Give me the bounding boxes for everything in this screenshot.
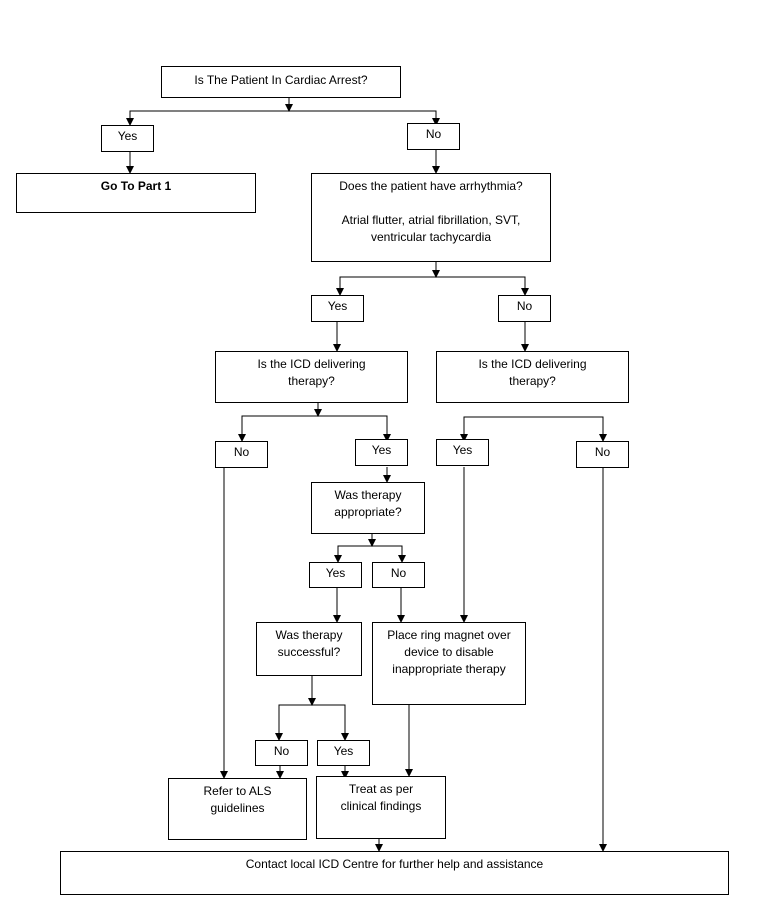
- arrhythmia-question-text: Does the patient have arrhythmia?: [339, 179, 523, 193]
- refer-als-box: Refer to ALS guidelines: [168, 778, 307, 840]
- no-label-successful: No: [255, 740, 308, 766]
- connector: [278, 704, 346, 740]
- connector: [463, 416, 604, 441]
- connector: [339, 276, 526, 295]
- yes-label-arrest: Yes: [101, 125, 154, 152]
- no-label-arrhythmia: No: [498, 295, 551, 322]
- cardiac-arrest-question-text: Is The Patient In Cardiac Arrest?: [194, 73, 368, 87]
- go-to-part-1-text: Go To Part 1: [100, 179, 172, 193]
- yes-label-icd-right: Yes: [436, 439, 489, 466]
- yes-label-successful: Yes: [317, 740, 370, 766]
- contact-icd-centre-text: Contact local ICD Centre for further hel…: [245, 857, 544, 871]
- therapy-successful-question: Was therapy successful?: [256, 622, 362, 676]
- no-label-text: No: [273, 744, 290, 758]
- yes-label-icd-left: Yes: [355, 439, 408, 466]
- no-label-text: No: [233, 445, 250, 459]
- no-label-text: No: [594, 445, 611, 459]
- go-to-part-1-box: Go To Part 1: [16, 173, 256, 213]
- no-label-appropriate: No: [372, 562, 425, 588]
- yes-label-text: Yes: [333, 744, 354, 758]
- yes-label-text: Yes: [327, 299, 348, 313]
- contact-icd-centre-box: Contact local ICD Centre for further hel…: [60, 851, 729, 895]
- yes-label-arrhythmia: Yes: [311, 295, 364, 322]
- arrhythmia-examples-text: Atrial flutter, atrial fibrillation, SVT…: [341, 213, 521, 244]
- therapy-successful-text: Was therapy successful?: [275, 628, 343, 659]
- no-label-text: No: [516, 299, 533, 313]
- no-label-text: No: [390, 566, 407, 580]
- connector: [337, 545, 403, 562]
- icd-therapy-question-right: Is the ICD delivering therapy?: [436, 351, 629, 403]
- treat-clinical-box: Treat as per clinical findings: [316, 776, 446, 839]
- icd-therapy-question-text: Is the ICD delivering therapy?: [257, 357, 366, 388]
- connector: [241, 415, 388, 441]
- icd-therapy-question-left: Is the ICD delivering therapy?: [215, 351, 408, 403]
- connector: [129, 110, 437, 125]
- no-label-icd-left: No: [215, 441, 268, 468]
- treat-clinical-text: Treat as per clinical findings: [340, 782, 422, 813]
- icd-therapy-question-text: Is the ICD delivering therapy?: [478, 357, 587, 388]
- yes-label-text: Yes: [325, 566, 346, 580]
- no-label-icd-right: No: [576, 441, 629, 468]
- cardiac-arrest-question: Is The Patient In Cardiac Arrest?: [161, 66, 401, 98]
- no-label-arrest: No: [407, 123, 460, 150]
- ring-magnet-text: Place ring magnet over device to disable…: [387, 628, 511, 676]
- yes-label-text: Yes: [371, 443, 392, 457]
- yes-label-text: Yes: [452, 443, 473, 457]
- yes-label-appropriate: Yes: [309, 562, 362, 588]
- refer-als-text: Refer to ALS guidelines: [203, 784, 272, 815]
- no-label-text: No: [425, 127, 442, 141]
- therapy-appropriate-question: Was therapy appropriate?: [311, 482, 425, 534]
- therapy-appropriate-text: Was therapy appropriate?: [334, 488, 402, 519]
- yes-label-text: Yes: [117, 129, 138, 143]
- arrhythmia-question: Does the patient have arrhythmia? Atrial…: [311, 173, 551, 262]
- ring-magnet-box: Place ring magnet over device to disable…: [372, 622, 526, 705]
